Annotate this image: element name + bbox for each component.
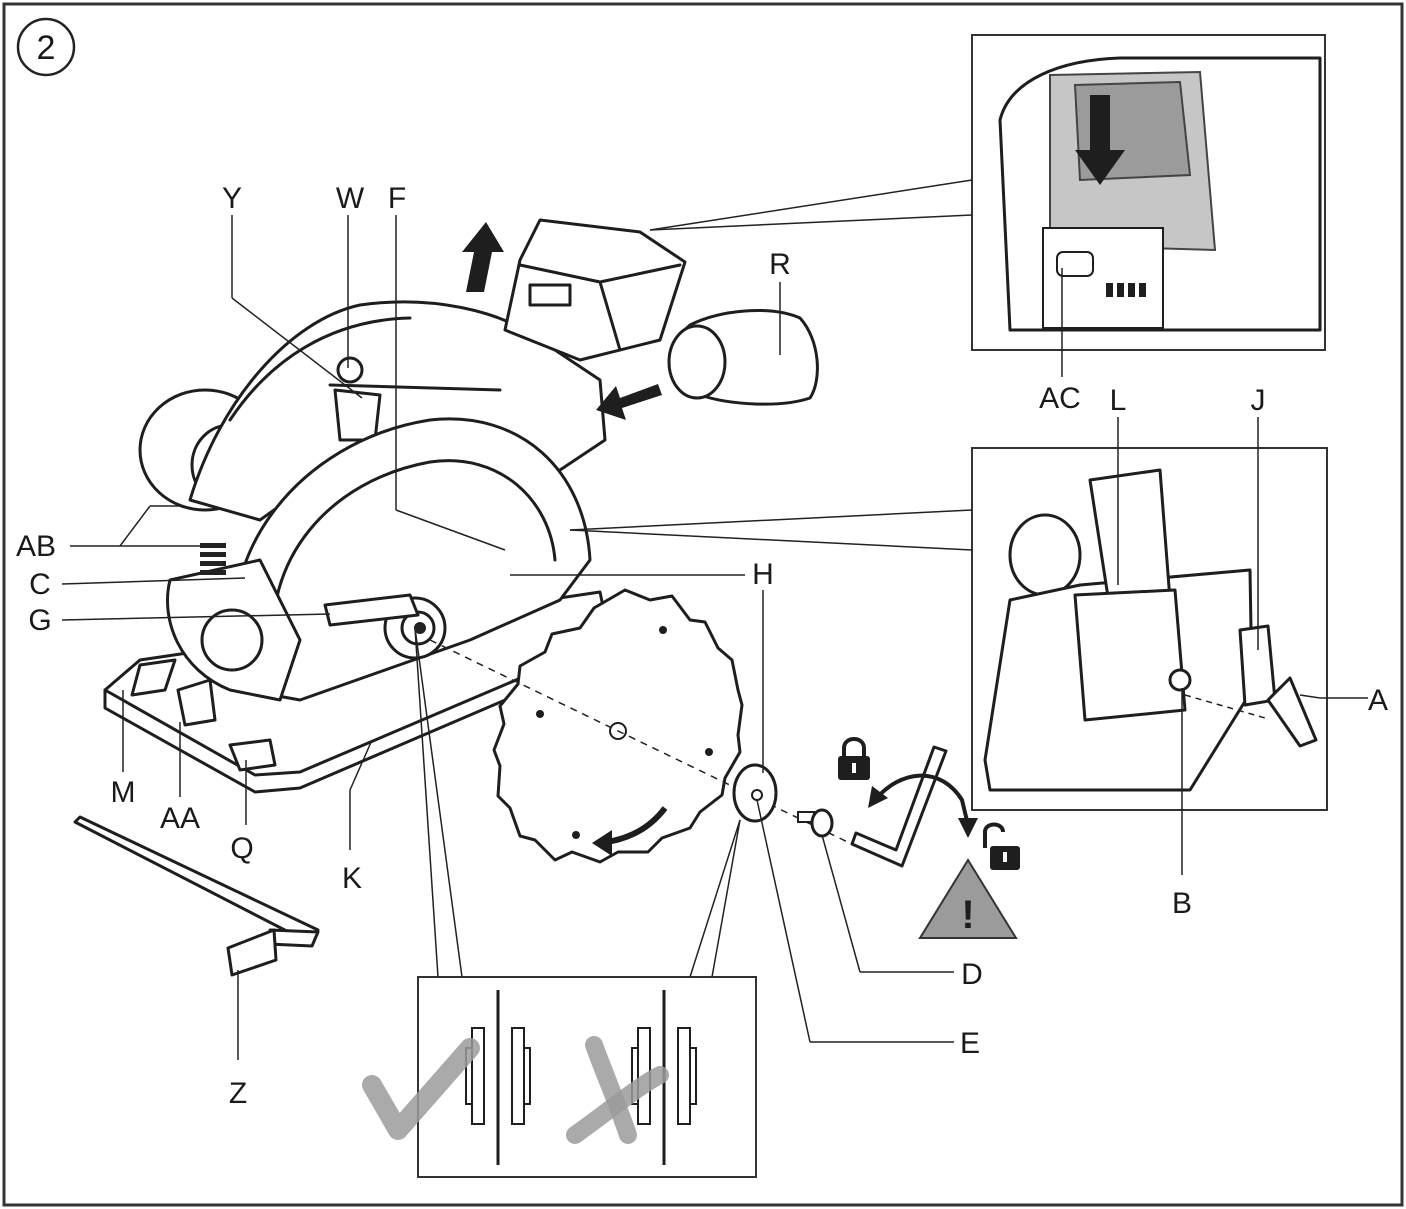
label-B: B — [1172, 887, 1192, 920]
label-AA: AA — [160, 802, 200, 835]
bevel-inset-panel — [971, 447, 1328, 811]
figure-number: 2 — [37, 29, 56, 67]
label-D: D — [961, 958, 983, 991]
label-H: H — [752, 558, 774, 591]
label-F: F — [388, 182, 406, 215]
battery-remove-arrow-icon — [462, 222, 504, 292]
label-G: G — [28, 604, 51, 637]
saw-blade — [492, 588, 744, 864]
label-C: C — [29, 568, 51, 601]
outer-flange — [732, 763, 778, 823]
label-R: R — [769, 248, 791, 281]
label-Q: Q — [230, 832, 253, 865]
blade-rotation-arrow-icon — [592, 806, 668, 856]
label-Y: Y — [222, 182, 242, 215]
saw-body — [103, 218, 819, 794]
cross-mark-icon — [566, 1036, 669, 1144]
warning-triangle-icon: ! — [918, 858, 1018, 939]
label-L: L — [1110, 384, 1127, 417]
label-Z: Z — [229, 1077, 247, 1110]
label-J: J — [1251, 384, 1266, 417]
flange-orientation-panel — [417, 976, 757, 1178]
parallel-guide — [73, 815, 320, 977]
label-AB: AB — [16, 530, 56, 563]
figure-number-badge: 2 — [16, 17, 76, 77]
label-AC: AC — [1039, 382, 1081, 415]
battery-inset-panel — [971, 34, 1326, 351]
warning-mark: ! — [961, 893, 974, 937]
unlock-icon — [983, 822, 1020, 870]
dust-port-insert-arrow-icon — [596, 384, 662, 420]
label-K: K — [342, 862, 362, 895]
leader-lines — [61, 215, 1368, 1060]
label-M: M — [111, 776, 136, 809]
air-vents — [200, 543, 226, 575]
hex-key — [850, 745, 948, 868]
label-W: W — [336, 182, 365, 215]
label-E: E — [960, 1027, 980, 1060]
blade-bolt — [797, 808, 834, 838]
label-A: A — [1368, 684, 1388, 717]
lock-rotation-arrow-icon — [868, 773, 978, 838]
lock-icon — [838, 737, 870, 780]
check-mark-icon — [362, 1038, 480, 1140]
